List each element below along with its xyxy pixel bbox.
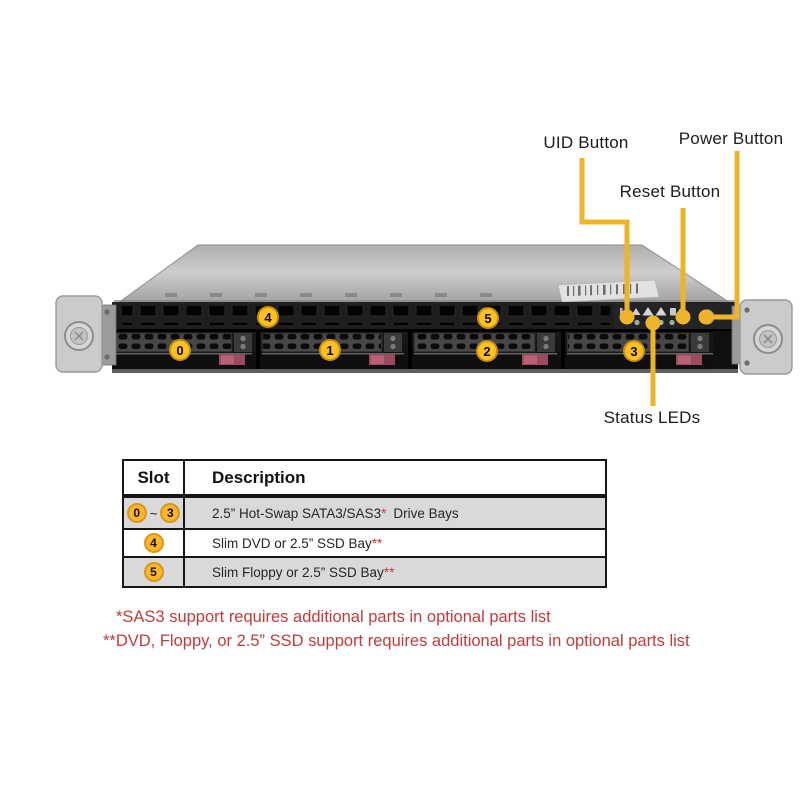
uid-button-label: UID Button <box>543 133 629 152</box>
description-suffix: Drive Bays <box>393 505 459 521</box>
right-mounting-ear <box>731 299 793 375</box>
reset-callout-dot <box>675 309 691 325</box>
power-button-label: Power Button <box>678 129 784 148</box>
slot-description-table: Slot Description 0~3 2.5” Hot-Swap SATA3… <box>122 459 607 588</box>
slot-badge: 3 <box>160 503 181 523</box>
slot-cell: 4 <box>122 528 185 558</box>
table-row-drive-bays: 0~3 2.5” Hot-Swap SATA3/SAS3* Drive Bays <box>122 495 607 530</box>
description-cell: Slim Floppy or 2.5” SSD Bay** <box>183 556 607 588</box>
slot-cell: 5 <box>122 556 185 588</box>
status-leds-callout-dot <box>645 315 661 331</box>
left-mounting-ear <box>55 295 117 373</box>
table-header-description: Description <box>183 459 607 498</box>
description-text: 2.5” Hot-Swap SATA3/SAS3 <box>212 505 382 521</box>
slot-badge: 0 <box>126 503 147 523</box>
uid-callout-dot <box>619 309 635 325</box>
power-callout-dot <box>698 309 714 325</box>
description-cell: 2.5” Hot-Swap SATA3/SAS3* Drive Bays <box>183 495 607 530</box>
description-cell: Slim DVD or 2.5” SSD Bay** <box>183 528 607 558</box>
table-row-dvd-bay: 4 Slim DVD or 2.5” SSD Bay** <box>122 528 607 558</box>
table-row-floppy-bay: 5 Slim Floppy or 2.5” SSD Bay** <box>122 556 607 588</box>
description-text: Slim Floppy or 2.5” SSD Bay <box>212 564 384 580</box>
footnote-sas3: *SAS3 support requires additional parts … <box>116 608 551 626</box>
slot-pin-1: 1 <box>319 339 341 361</box>
slot-badge: 4 <box>143 533 164 553</box>
footnote-dvd-floppy-ssd: **DVD, Floppy, or 2.5” SSD support requi… <box>103 632 690 650</box>
power-callout-line <box>708 151 740 320</box>
description-text: Slim DVD or 2.5” SSD Bay <box>212 535 372 551</box>
slot-pin-0: 0 <box>169 339 191 361</box>
slot-pin-4: 4 <box>257 306 279 328</box>
vent-strip <box>114 304 614 330</box>
chassis-top-cover <box>112 244 737 307</box>
table-header-slot: Slot <box>122 459 185 498</box>
slot-pin-2: 2 <box>476 340 498 362</box>
thumbscrew <box>64 321 94 351</box>
slot-pin-5: 5 <box>477 307 499 329</box>
slot-range-separator: ~ <box>149 505 158 521</box>
reset-button-label: Reset Button <box>619 182 721 201</box>
footnote-marker: ** <box>371 535 383 551</box>
footnote-marker: * <box>381 505 387 521</box>
chassis-label-sticker <box>557 279 660 303</box>
status-leds-label: Status LEDs <box>603 408 701 427</box>
slot-pin-3: 3 <box>623 340 645 362</box>
footnote-marker: ** <box>383 564 395 580</box>
slot-cell: 0~3 <box>122 495 185 530</box>
thumbscrew <box>753 324 783 354</box>
table-header-row: Slot Description <box>122 459 607 498</box>
front-panel <box>112 302 738 373</box>
slot-badge: 5 <box>143 562 164 582</box>
uid-callout-line <box>579 158 630 314</box>
